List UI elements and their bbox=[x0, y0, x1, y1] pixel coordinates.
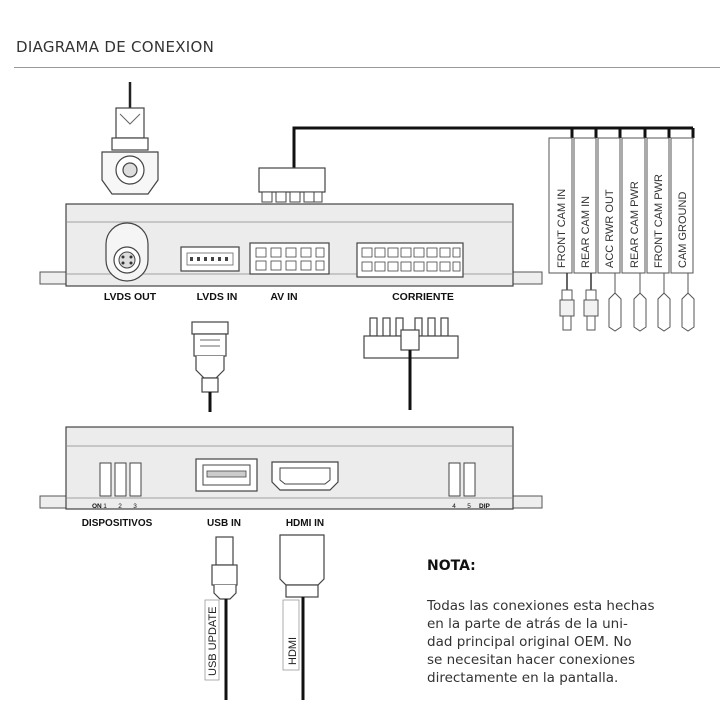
bottom-unit: ON 1 2 3 4 5 DIP DISPOSITIVOS USB IN HDM… bbox=[39, 426, 543, 529]
usb-plug-label: USB UPDATE bbox=[207, 607, 219, 676]
usb-plug bbox=[204, 536, 238, 700]
port-label-usb-in: USB IN bbox=[207, 518, 241, 529]
corriente-port[interactable] bbox=[356, 242, 464, 278]
corriente-plug bbox=[363, 317, 459, 410]
top-unit-right-flange bbox=[511, 271, 543, 285]
port-label-corriente: CORRIENTE bbox=[392, 291, 454, 303]
note-body: Todas las conexiones esta hechas en la p… bbox=[427, 597, 707, 687]
cable-label-front-cam-in: FRONT CAM IN bbox=[556, 189, 568, 268]
port-label-dispositivos: DISPOSITIVOS bbox=[82, 518, 153, 529]
dip-num-3: 3 bbox=[133, 503, 137, 510]
top-unit: LVDS OUT LVDS IN AV IN CORRIENTE bbox=[39, 203, 543, 303]
dip-num-2: 2 bbox=[118, 503, 122, 510]
note-line: se necesitan hacer conexiones bbox=[427, 652, 636, 668]
lvds-round-plug bbox=[101, 82, 159, 195]
port-label-av-in: AV IN bbox=[270, 291, 297, 303]
lvds-in-plug bbox=[191, 321, 229, 412]
hdmi-plug-label: HDMI bbox=[287, 637, 299, 665]
lvds-out-port[interactable] bbox=[105, 222, 149, 282]
note-line: directamente en la pantalla. bbox=[427, 670, 619, 686]
title-divider bbox=[14, 67, 720, 68]
port-label-lvds-out: LVDS OUT bbox=[104, 291, 157, 303]
cable-label-front-cam-pwr: FRONT CAM PWR bbox=[653, 174, 665, 268]
cable-label-rear-cam-in: REAR CAM IN bbox=[580, 196, 592, 268]
dip-label: DIP bbox=[479, 503, 491, 510]
port-label-lvds-in: LVDS IN bbox=[197, 291, 238, 303]
bottom-unit-right-flange bbox=[511, 495, 543, 509]
cable-label-rear-cam-pwr: REAR CAM PWR bbox=[629, 181, 641, 268]
top-unit-left-flange bbox=[39, 271, 69, 285]
dip-num-1: 1 bbox=[103, 503, 107, 510]
note-line: en la parte de atrás de la uni- bbox=[427, 616, 628, 632]
note-line: dad principal original OEM. No bbox=[427, 634, 632, 650]
dip-switch-right[interactable] bbox=[448, 462, 476, 497]
dip-switch-left[interactable] bbox=[99, 462, 142, 497]
hdmi-in-port[interactable] bbox=[271, 461, 339, 491]
cable-label-acc-rwr-out: ACC RWR OUT bbox=[604, 189, 616, 268]
camera-cable-bundle: FRONT CAM IN REAR CAM IN ACC RWR OUT REA… bbox=[548, 128, 695, 332]
cable-label-cam-ground: CAM GROUND bbox=[677, 192, 689, 268]
dip-num-4: 4 bbox=[452, 503, 456, 510]
note-line: Todas las conexiones esta hechas bbox=[427, 598, 655, 614]
usb-in-port[interactable] bbox=[195, 458, 258, 492]
av-in-harness-plug bbox=[258, 126, 693, 203]
av-in-port[interactable] bbox=[249, 242, 330, 275]
port-label-hdmi-in: HDMI IN bbox=[286, 518, 324, 529]
bottom-unit-left-flange bbox=[39, 495, 69, 509]
lvds-in-port[interactable] bbox=[180, 246, 240, 272]
dip-num-5: 5 bbox=[467, 503, 471, 510]
page-title: DIAGRAMA DE CONEXION bbox=[16, 38, 215, 56]
dip-on-label: ON bbox=[92, 503, 102, 510]
hdmi-plug bbox=[279, 534, 325, 700]
note-heading: NOTA: bbox=[427, 558, 476, 574]
